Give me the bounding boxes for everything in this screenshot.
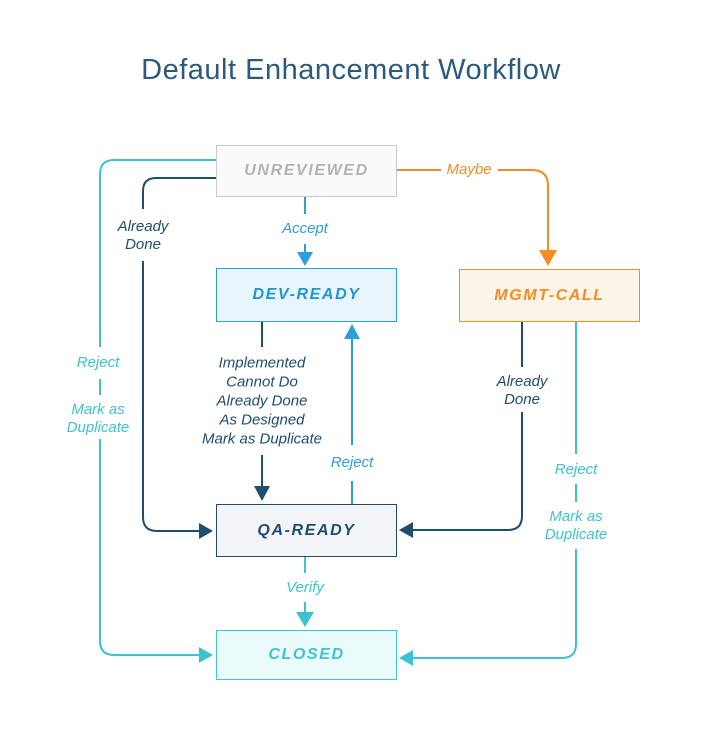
- edge-label-dev-to-qa-reasons: Implemented Cannot Do Already Done As De…: [201, 354, 323, 448]
- edge-already-done-right-line: [399, 322, 523, 538]
- edge-label-reject-mid: Reject: [330, 454, 374, 471]
- page-title: Default Enhancement Workflow: [141, 54, 561, 86]
- edge-accept-line: [297, 197, 313, 266]
- edge-maybe-line: [397, 169, 557, 266]
- arrowhead-right-icon: [199, 647, 213, 663]
- arrowhead-down-icon: [297, 252, 313, 266]
- edge-label-already-done-right: Already Done: [496, 373, 548, 408]
- edge-label-maybe: Maybe: [446, 161, 492, 178]
- arrowhead-down-icon: [296, 612, 314, 627]
- state-mgmt-call-label: MGMT-CALL: [494, 286, 605, 304]
- state-dev-ready-label: DEV-READY: [252, 286, 361, 303]
- state-dev-ready: DEV-READY: [216, 268, 397, 322]
- edge-label-accept: Accept: [282, 220, 328, 237]
- edge-label-mark-duplicate-left: Mark as Duplicate: [66, 401, 130, 436]
- edge-reject-mid-line: [344, 324, 360, 504]
- arrowhead-down-icon: [539, 250, 557, 266]
- edge-label-reject-left: Reject: [76, 354, 120, 371]
- edge-dev-to-qa-line: [254, 322, 270, 501]
- state-closed-label: CLOSED: [268, 646, 345, 663]
- edge-already-done-left-line: [142, 177, 216, 539]
- arrowhead-right-icon: [199, 523, 213, 539]
- edge-label-verify: Verify: [286, 579, 324, 596]
- state-unreviewed-label: UNREVIEWED: [244, 162, 369, 179]
- edge-reject-duplicate-left-line: [99, 159, 216, 663]
- arrowhead-left-icon: [399, 650, 413, 666]
- arrowhead-left-icon: [399, 522, 413, 538]
- state-qa-ready: QA-READY: [216, 504, 397, 557]
- edge-label-mark-duplicate-right: Mark as Duplicate: [544, 508, 608, 543]
- edge-label-already-done-left: Already Done: [117, 218, 169, 253]
- edge-label-reject-right: Reject: [554, 461, 598, 478]
- arrowhead-down-icon: [254, 486, 270, 501]
- edge-reject-duplicate-right-line: [399, 322, 577, 666]
- state-qa-ready-label: QA-READY: [257, 521, 356, 539]
- state-unreviewed: UNREVIEWED: [216, 145, 397, 197]
- edge-verify-line: [296, 557, 314, 627]
- arrowhead-up-icon: [344, 324, 360, 339]
- state-closed: CLOSED: [216, 630, 397, 680]
- state-mgmt-call: MGMT-CALL: [459, 269, 640, 322]
